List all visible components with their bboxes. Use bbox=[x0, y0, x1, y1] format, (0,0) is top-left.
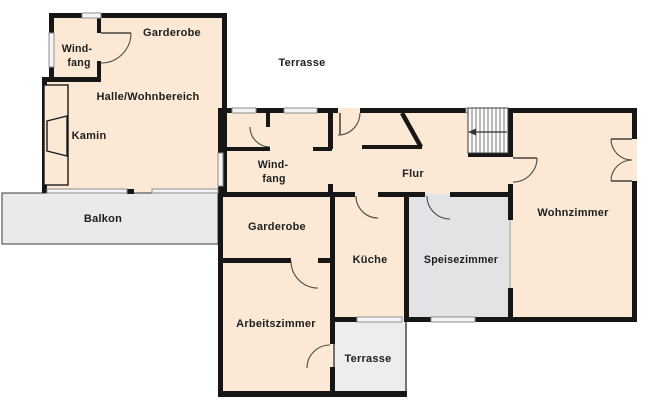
label-windfang-mid-line2: fang bbox=[262, 173, 285, 185]
label-flur: Flur bbox=[402, 168, 424, 180]
label-windfang-upper-line1: Wind- bbox=[62, 43, 93, 55]
label-terrasse-upper: Terrasse bbox=[278, 57, 325, 69]
room-halle-wohnbereich-fill bbox=[42, 13, 227, 193]
terrasse-lower-fill bbox=[334, 322, 406, 391]
doors bbox=[100, 32, 633, 369]
fireplace-kamin bbox=[43, 84, 69, 186]
label-speisezimmer: Speisezimmer bbox=[424, 254, 498, 266]
label-windfang-upper-line2: fang bbox=[67, 57, 90, 69]
stairs-arrowhead-icon bbox=[468, 128, 476, 136]
label-terrasse-lower: Terrasse bbox=[344, 353, 391, 365]
label-halle-wohnbereich: Halle/Wohnbereich bbox=[96, 91, 199, 103]
room-labels: Wind- fang Garderobe Terrasse Halle/Wohn… bbox=[62, 27, 609, 365]
label-balkon: Balkon bbox=[84, 213, 122, 225]
staircase bbox=[467, 107, 509, 154]
label-garderobe-mid: Garderobe bbox=[248, 221, 306, 233]
room-speisezimmer-fill bbox=[406, 194, 510, 319]
label-kamin: Kamin bbox=[72, 130, 107, 142]
label-arbeitszimmer: Arbeitszimmer bbox=[236, 318, 316, 330]
label-garderobe-upper: Garderobe bbox=[143, 27, 201, 39]
label-wohnzimmer: Wohnzimmer bbox=[537, 207, 609, 219]
walls bbox=[42, 13, 637, 397]
label-kueche: Küche bbox=[353, 254, 388, 266]
label-windfang-mid-line1: Wind- bbox=[258, 159, 289, 171]
balkon-fill bbox=[1, 192, 219, 245]
